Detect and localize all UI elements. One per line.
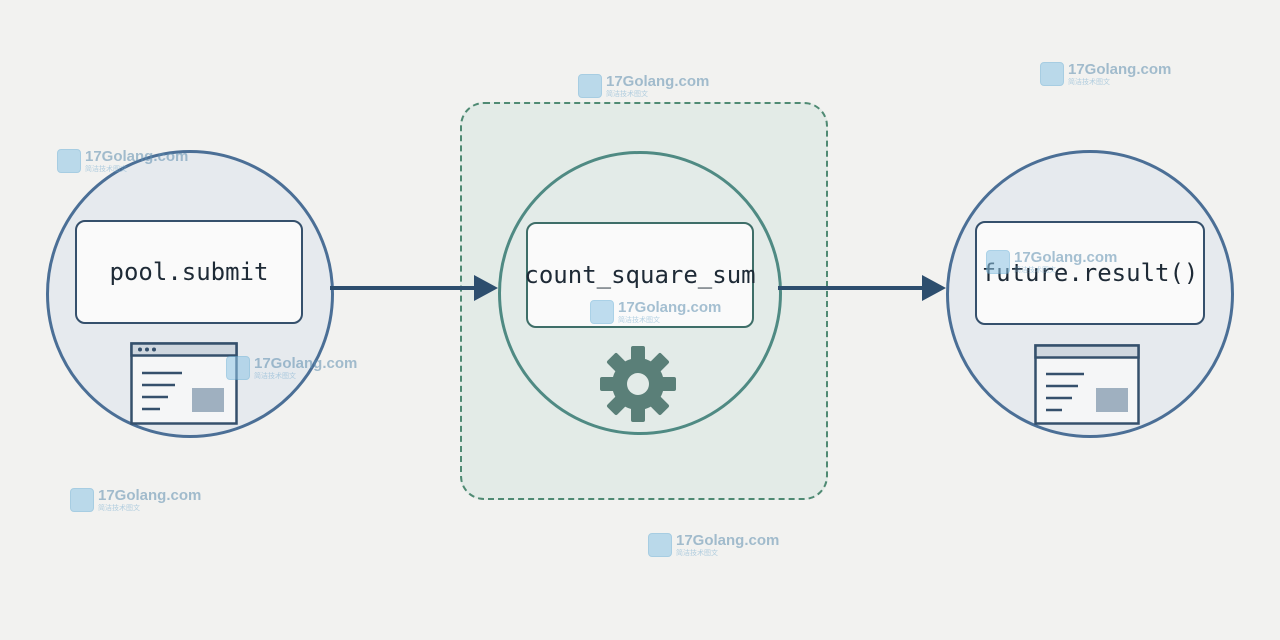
watermark-logo-icon <box>57 149 81 173</box>
watermark-text: 17Golang.com <box>98 487 202 504</box>
worker-label: count_square_sum <box>524 261 756 289</box>
watermark-text: 17Golang.com <box>1068 61 1172 78</box>
watermark-logo-icon <box>578 74 602 98</box>
watermark-subtext: 简洁技术图文 <box>1068 79 1110 86</box>
watermark-subtext: 简洁技术图文 <box>618 317 660 324</box>
watermark-subtext: 简洁技术图文 <box>254 373 296 380</box>
watermark-subtext: 简洁技术图文 <box>1014 267 1056 274</box>
gear-icon <box>600 346 676 422</box>
watermark-subtext: 简洁技术图文 <box>85 166 127 173</box>
submit-label: pool.submit <box>109 258 269 286</box>
arrow-icon <box>330 275 498 301</box>
watermark-logo-icon <box>70 488 94 512</box>
watermark-text: 17Golang.com <box>1014 249 1118 266</box>
worker-label-box: count_square_sum <box>524 222 756 328</box>
watermark-logo-icon <box>648 533 672 557</box>
result-label: future.result() <box>981 259 1199 287</box>
watermark-text: 17Golang.com <box>85 148 189 165</box>
window-icon <box>1034 344 1140 425</box>
watermark-text: 17Golang.com <box>618 299 722 316</box>
watermark-text: 17Golang.com <box>676 532 780 549</box>
window-icon <box>130 342 238 425</box>
result-label-box: future.result() <box>975 221 1205 325</box>
watermark-subtext: 简洁技术图文 <box>98 505 140 512</box>
arrow-icon <box>778 275 946 301</box>
watermark-subtext: 简洁技术图文 <box>676 550 718 557</box>
watermark-text: 17Golang.com <box>606 73 710 90</box>
watermark-subtext: 简洁技术图文 <box>606 91 648 98</box>
submit-label-box: pool.submit <box>75 220 303 324</box>
watermark-text: 17Golang.com <box>254 355 358 372</box>
watermark-logo-icon <box>226 356 250 380</box>
watermark-logo-icon <box>1040 62 1064 86</box>
watermark-logo-icon <box>590 300 614 324</box>
watermark-logo-icon <box>986 250 1010 274</box>
